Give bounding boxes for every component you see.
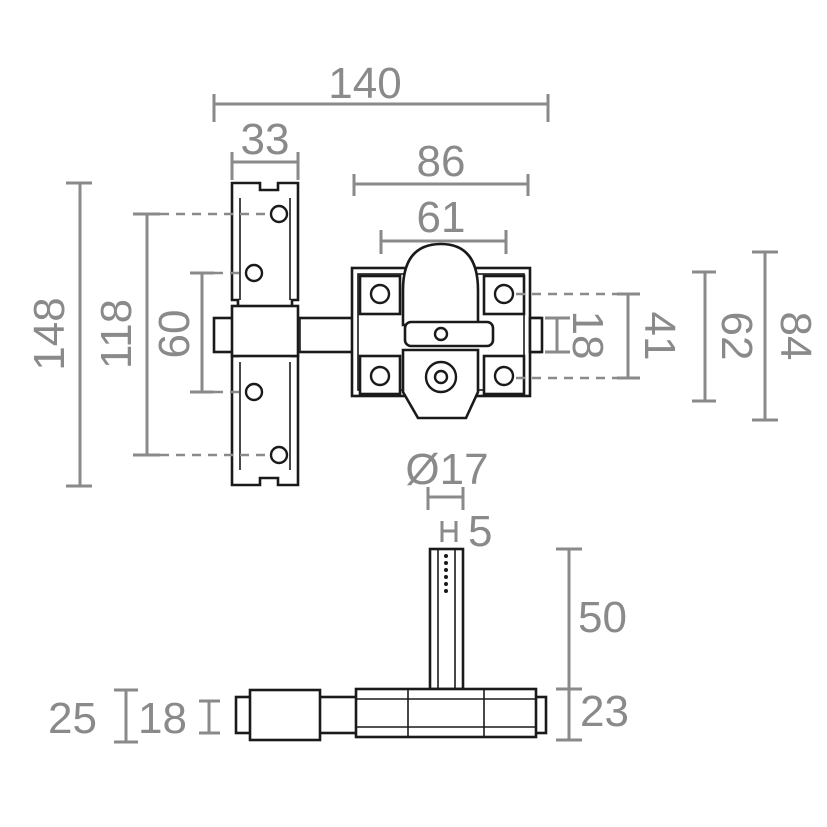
- left-dimensions: 148 118 60: [25, 181, 270, 488]
- dim-knob-diameter: Ø17: [405, 445, 488, 494]
- side-view: 5 50 23 25: [48, 487, 629, 744]
- right-dimensions: 18 41 62 84: [516, 250, 820, 422]
- screw-hole-icon: [369, 365, 391, 387]
- top-dimensions: 140 33 86 61: [212, 59, 550, 254]
- dim-plate-width: 33: [241, 115, 290, 164]
- dim-knob-length: 50: [578, 593, 627, 642]
- screw-hole-icon: [493, 365, 515, 387]
- screw-hole-icon: [269, 204, 289, 224]
- dim-overall-width: 140: [328, 59, 401, 108]
- side-body: [354, 687, 538, 739]
- front-view: 140 33 86 61 148 118: [25, 59, 820, 494]
- dim-inner-width: 61: [417, 193, 466, 242]
- dim-bolt-depth: 18: [138, 694, 187, 743]
- screw-hole-icon: [493, 283, 515, 305]
- dim-hole-spacing-inner: 60: [150, 310, 199, 359]
- dim-knob-width: 5: [468, 507, 492, 556]
- dim-body-height: 84: [771, 312, 820, 361]
- screw-hole-icon: [269, 445, 289, 465]
- dim-body-width: 86: [417, 137, 466, 186]
- screw-hole-icon: [369, 283, 391, 305]
- side-plate: [248, 688, 322, 742]
- screw-hole-icon: [244, 382, 264, 402]
- dim-body-hole-spacing: 41: [635, 312, 684, 361]
- dim-plate-depth: 25: [48, 694, 97, 743]
- dim-bolt-height: 18: [563, 311, 612, 360]
- screw-hole-icon: [244, 263, 264, 283]
- dim-overall-height: 148: [25, 297, 74, 370]
- dim-body-inner-height: 62: [712, 312, 761, 361]
- dim-hole-spacing-outer: 118: [92, 299, 141, 369]
- lock-body: [350, 242, 544, 420]
- strike-plate: [230, 181, 300, 487]
- dim-body-depth: 23: [580, 687, 629, 736]
